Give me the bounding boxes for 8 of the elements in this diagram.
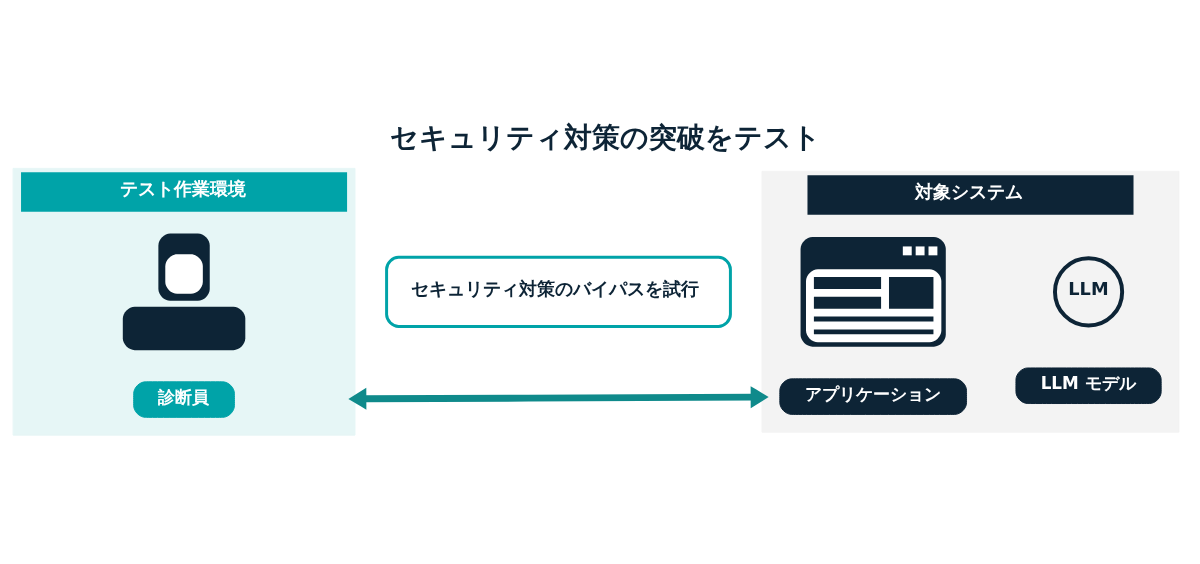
arrow xyxy=(348,385,769,410)
node-box: アプリケーション xyxy=(779,377,968,415)
diagram-title: セキュリティ対策の突破をテスト xyxy=(390,120,822,154)
node-box: セキュリティ対策のバイパスを試行 xyxy=(385,255,732,328)
node-box: 診断員 xyxy=(133,380,235,418)
node-picture xyxy=(800,236,946,347)
node-circle: LLM xyxy=(1053,255,1125,327)
node-box: LLM モデル xyxy=(1015,366,1162,404)
